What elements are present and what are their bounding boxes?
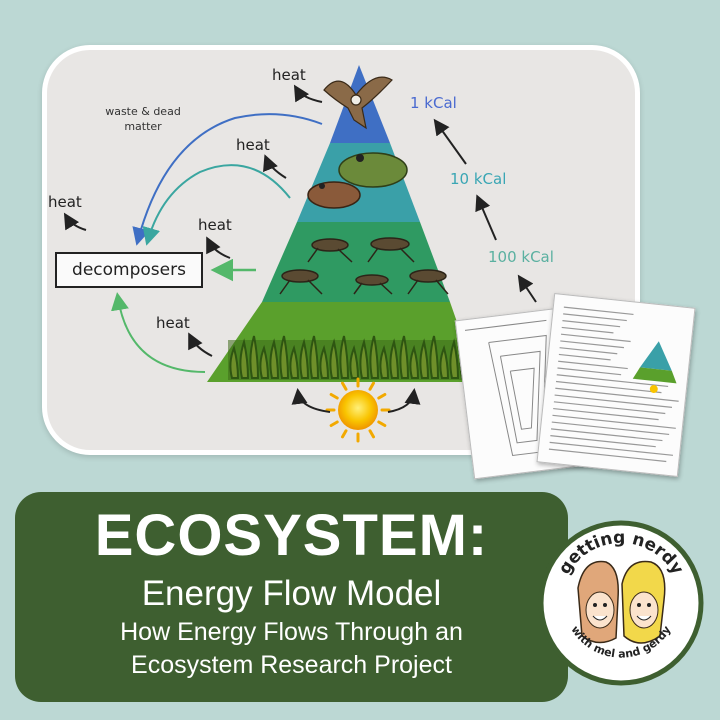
kcal-1-label: 1 kCal xyxy=(410,94,457,112)
heat-arrow-level2 xyxy=(263,154,287,179)
banner-subtitle: Energy Flow Model xyxy=(141,574,442,613)
waste-arrow-blue xyxy=(132,113,323,246)
energy-arrow-1 xyxy=(433,118,467,165)
hawk-icon xyxy=(323,76,393,130)
grasshopper-icon xyxy=(279,237,449,295)
sun-icon xyxy=(325,377,391,443)
worksheet-text-icon xyxy=(536,293,696,477)
waste-arrow-green-bottom xyxy=(111,292,206,373)
banner-title: ECOSYSTEM: xyxy=(94,503,489,568)
heat-label-top: heat xyxy=(272,66,306,84)
banner-line-1: How Energy Flows Through an xyxy=(120,618,463,646)
heat-label-level3: heat xyxy=(198,216,232,234)
heat-arrow-bottom xyxy=(188,332,213,357)
title-banner: ECOSYSTEM: Energy Flow Model How Energy … xyxy=(15,492,568,702)
heat-arrow-top xyxy=(293,84,323,103)
decomposers-box: decomposers xyxy=(55,252,203,288)
kcal-100-label: 100 kCal xyxy=(488,248,554,266)
energy-arrow-3 xyxy=(517,274,537,303)
sun-arrow-right xyxy=(387,388,421,413)
heat-label-level2: heat xyxy=(236,136,270,154)
kcal-10-label: 10 kCal xyxy=(450,170,507,188)
getting-nerdy-logo: getting nerdy with mel and gerdy xyxy=(538,520,704,686)
waste-arrow-teal xyxy=(142,164,291,246)
logo-ring xyxy=(538,520,704,686)
heat-label-left: heat xyxy=(48,193,82,211)
sun-arrow-left xyxy=(291,388,331,413)
heat-arrow-left xyxy=(63,212,87,231)
worksheet-lines-icon xyxy=(548,306,679,463)
grass-icon xyxy=(228,335,470,380)
energy-arrow-2 xyxy=(475,194,497,241)
waste-label: waste & dead matter xyxy=(105,105,181,133)
logo-faces-icon xyxy=(577,560,666,644)
frog-icon xyxy=(307,152,408,209)
banner-line-2: Ecosystem Research Project xyxy=(131,651,452,679)
heat-arrow-level3 xyxy=(206,236,231,259)
heat-label-bottom: heat xyxy=(156,314,190,332)
